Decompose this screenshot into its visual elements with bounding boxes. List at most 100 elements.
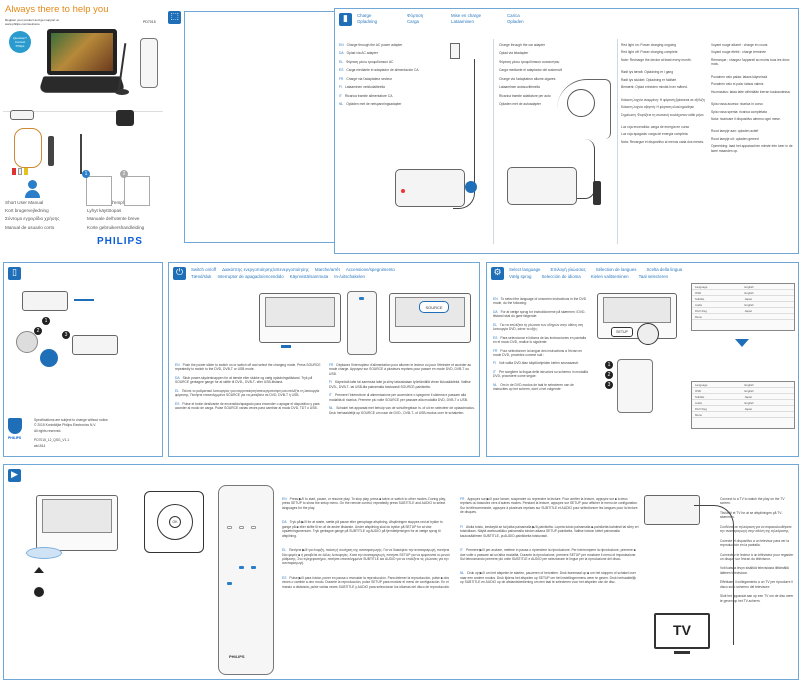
switch-heading: In-/uitschakelen bbox=[334, 274, 365, 279]
battery-icon: ▮ bbox=[339, 13, 352, 26]
led-note: Luz roja encendida: carga de energía en … bbox=[621, 124, 690, 129]
coin-battery-image bbox=[16, 331, 38, 353]
usb-adapter-image bbox=[48, 136, 54, 166]
language-heading: Sélection de langues bbox=[595, 267, 637, 272]
language-heading: Kielen valitseminen bbox=[590, 274, 629, 279]
led-note: Remarque : chargez l'appareil au moins t… bbox=[711, 57, 790, 67]
led-note: Opmerking: laad het apparaat ten minste … bbox=[711, 144, 793, 153]
insert-battery-section: ▯ 1 2 3 bbox=[3, 262, 163, 457]
ac-adapter-image bbox=[116, 110, 134, 126]
charge-car-step: Lataaminen autosovittimella bbox=[499, 85, 540, 90]
tv-step: Connect to a TV to watch the play on the… bbox=[720, 497, 785, 506]
step-2-circle: 2 bbox=[120, 170, 128, 178]
led-note: Huomautus: lataa laite vähintään kerran … bbox=[711, 89, 791, 94]
play-pause-icon bbox=[34, 587, 44, 597]
badge-line-3: Philips bbox=[15, 44, 25, 49]
switch-heading-row2: Tænd/sluk Interruptor de apagado/encendi… bbox=[191, 274, 476, 280]
led-note: Rood lampje aan: opladen actief bbox=[711, 129, 759, 134]
cover-panel: Always there to help you Register your p… bbox=[3, 3, 163, 255]
switch-on-section: ⏻ Switch on/off Διακόπτης ενεργοποίησης/… bbox=[168, 262, 480, 457]
source-button-callout: SOURCE bbox=[419, 301, 449, 313]
language-remote-step-2: 2 bbox=[605, 371, 613, 379]
charge-arrow-icon bbox=[465, 181, 477, 193]
charge-player-ac-image bbox=[395, 169, 465, 207]
cover-title: Always there to help you bbox=[5, 4, 109, 15]
tv-step: Συνδέστε σε τηλεόραση για να παρακολουθή… bbox=[720, 524, 792, 534]
led-note: Note: Recharge the device at least every… bbox=[621, 57, 692, 62]
manual-title-5: Lyhyt käyttöopas bbox=[87, 208, 122, 214]
led-note: Voyant rouge éteint : charge terminée bbox=[711, 50, 766, 55]
play-remote-image: PHILIPS bbox=[218, 485, 274, 675]
tv-stand bbox=[674, 651, 690, 654]
remote-battery-image-1 bbox=[22, 291, 68, 311]
language-player-screen bbox=[603, 297, 671, 323]
led-note: Rood lampje uit: opladen gereed bbox=[711, 136, 759, 141]
disc-image bbox=[26, 547, 62, 559]
setup-button-callout: SETUP bbox=[611, 327, 633, 337]
battery-arrow-icon bbox=[74, 299, 94, 301]
spec-line-2: © 2015 Koninklijke Philips Electronics N… bbox=[34, 423, 97, 428]
badge-line-1: Question? bbox=[13, 36, 27, 40]
tv-label: TV bbox=[673, 622, 691, 638]
led-note: Κόκκινη λυχνία σβηστή: Η φόρτιση ολοκληρ… bbox=[621, 105, 694, 110]
led-note: Voyant rouge allumé : charge en cours bbox=[711, 43, 768, 47]
manual-book-2 bbox=[124, 176, 150, 206]
av-plug-yellow bbox=[24, 168, 28, 175]
charge-heading-es: Carga bbox=[407, 18, 419, 24]
language-remote-image bbox=[617, 359, 653, 413]
manual-book-1 bbox=[86, 176, 112, 206]
spec-text: Specifications are subject to change wit… bbox=[34, 418, 154, 451]
car-adapter-image bbox=[10, 110, 34, 120]
cr2025-battery-image bbox=[40, 349, 58, 367]
led-note: Bemærk: Oplad enheden mindst hver måned. bbox=[621, 85, 688, 90]
manual-titles-left: Short User Manual Kort brugervejledning … bbox=[5, 200, 81, 233]
language-heading-row2: Vælg sprog Selección de idioma Kielen va… bbox=[509, 274, 794, 280]
dvd-player-image bbox=[38, 29, 133, 107]
led-note: Punainen valo palaa: lataus käynnissä bbox=[711, 74, 768, 79]
tv-cable-image bbox=[694, 505, 734, 645]
register-line-2: www.philips.com/welcome bbox=[5, 22, 40, 26]
charge-heading-col4: Carica Opladen bbox=[507, 13, 524, 24]
charge-heading-it: Carica bbox=[507, 13, 520, 18]
gear-icon: ⚙ bbox=[491, 267, 504, 280]
led-note: Luz roja apagada: carga de energía compl… bbox=[621, 132, 688, 137]
manual-title-3: Manual de usuario corto bbox=[5, 224, 55, 230]
ok-button: OK bbox=[169, 516, 181, 528]
power-icon: ⏻ bbox=[173, 267, 186, 280]
charge-player-car-image bbox=[507, 167, 577, 205]
led-note: Spia rossa accesa: ricarica in corso bbox=[711, 102, 763, 107]
remote-number-button bbox=[227, 526, 232, 529]
charge-heading-en: Charge bbox=[357, 13, 372, 18]
charge-section: ▮ Charge Opladning Φόρτιση Carga Mise en… bbox=[334, 8, 799, 254]
car-plug-image bbox=[593, 181, 601, 205]
av-plug-red bbox=[12, 168, 16, 175]
tv-step: Voit katsoa levyn sisältöä televisiosta … bbox=[720, 566, 789, 575]
led-note: Nota: Recargue el dispositivo al menos c… bbox=[621, 139, 705, 144]
charge-left-sheet bbox=[184, 11, 339, 243]
remote-icon: ▯ bbox=[8, 267, 21, 280]
dpad-image bbox=[637, 323, 659, 345]
charge-heading-col3: Mise en charge Lataaminen bbox=[451, 13, 481, 24]
led-note: Σημείωση: Φορτίζετε τη συσκευή τουλάχιστ… bbox=[621, 112, 705, 117]
language-heading: Taal selecteren bbox=[638, 274, 669, 279]
remote-audio-button bbox=[251, 566, 256, 569]
